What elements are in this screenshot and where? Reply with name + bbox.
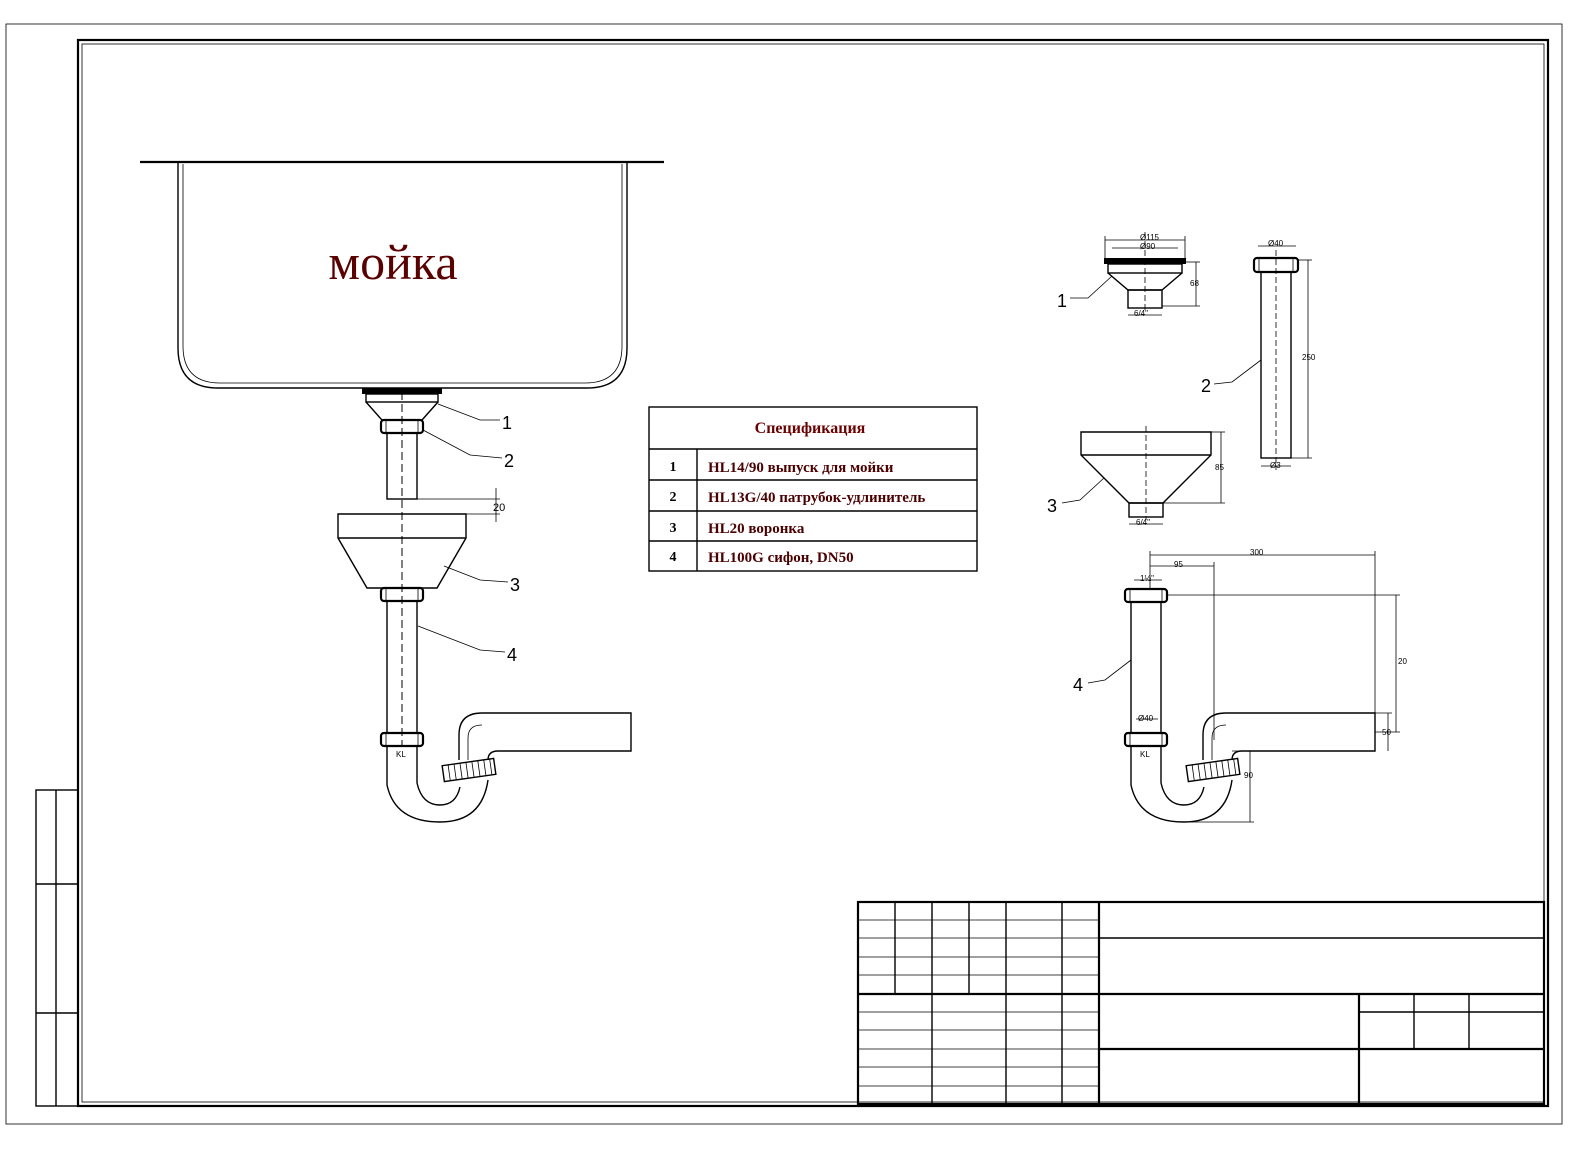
dim-part4-outlet: 50 <box>1382 728 1391 737</box>
dim-part4-height: 20 <box>1398 657 1407 666</box>
dim-part1-top: Ø115 <box>1140 233 1160 242</box>
callouts-right: 1 2 3 4 <box>1047 275 1262 695</box>
part2-extension <box>379 418 425 500</box>
dim-part4-trap-height: 90 <box>1244 771 1253 780</box>
gap-dimension: 20 <box>417 488 505 522</box>
spec-row-4-num: 4 <box>670 550 677 565</box>
detail-part1: Ø115 Ø90 68 6/4" <box>1104 232 1200 318</box>
dim-part1-bottom: 6/4" <box>1134 309 1148 318</box>
dim-part4-inner-width: 95 <box>1174 560 1183 569</box>
detail-part2: Ø40 250 Ø3 <box>1252 239 1316 470</box>
dim-part1-height: 68 <box>1190 279 1199 288</box>
dim-part4-top-pipe: 1½" <box>1140 574 1154 583</box>
dim-part1-mid: Ø90 <box>1140 242 1156 251</box>
binding-strip <box>35 789 79 1107</box>
dim-part4-nut: Ø40 <box>1138 714 1154 723</box>
detail-part3: 85 6/4" <box>1080 426 1225 527</box>
spec-row-4-text: HL100G сифон, DN50 <box>708 550 854 566</box>
callout-right-4: 4 <box>1073 675 1083 695</box>
drawing-frame <box>76 38 1550 1108</box>
sink-drawing: мойка <box>140 160 664 389</box>
callout-left-3: 3 <box>510 575 520 595</box>
part3-funnel <box>337 513 467 589</box>
part4-siphon: KL <box>379 586 632 823</box>
dim-part3-bottom: 6/4" <box>1136 518 1150 527</box>
callout-left-4: 4 <box>507 645 517 665</box>
drawing-frame-inner <box>81 43 1545 1103</box>
spec-row-3-text: HL20 воронка <box>708 521 805 537</box>
specification-table: Спецификация 1 HL14/90 выпуск для мойки … <box>648 406 978 572</box>
callout-left-1: 1 <box>502 413 512 433</box>
callout-right-2: 2 <box>1201 376 1211 396</box>
dim-part3-height: 85 <box>1215 463 1224 472</box>
pipe-mark-right: KL <box>1140 750 1150 759</box>
dim-part2-top: Ø40 <box>1268 239 1284 248</box>
spec-row-2-text: HL13G/40 патрубок-удлинитель <box>708 490 925 506</box>
dim-part4-total-width: 300 <box>1250 548 1264 557</box>
spec-title: Спецификация <box>755 420 866 437</box>
spec-row-3-num: 3 <box>670 521 677 536</box>
callout-right-1: 1 <box>1057 291 1067 311</box>
callouts-left: 1 2 3 4 <box>417 403 520 665</box>
callout-right-3: 3 <box>1047 496 1057 516</box>
title-block <box>856 900 1546 1106</box>
spec-row-1-text: HL14/90 выпуск для мойки <box>708 460 894 476</box>
sink-label: мойка <box>328 234 457 290</box>
dim-part2-length: 250 <box>1302 353 1316 362</box>
spec-row-1-num: 1 <box>670 460 677 475</box>
dim-part2-bottom: Ø3 <box>1270 461 1281 470</box>
gap-dimension-value: 20 <box>493 502 505 514</box>
callout-left-2: 2 <box>504 451 514 471</box>
pipe-mark-left: KL <box>396 750 406 759</box>
outer-sheet-border <box>5 23 1563 1125</box>
spec-row-2-num: 2 <box>670 490 677 505</box>
detail-part4: 300 95 1½" 20 Ø40 <box>1123 548 1407 823</box>
